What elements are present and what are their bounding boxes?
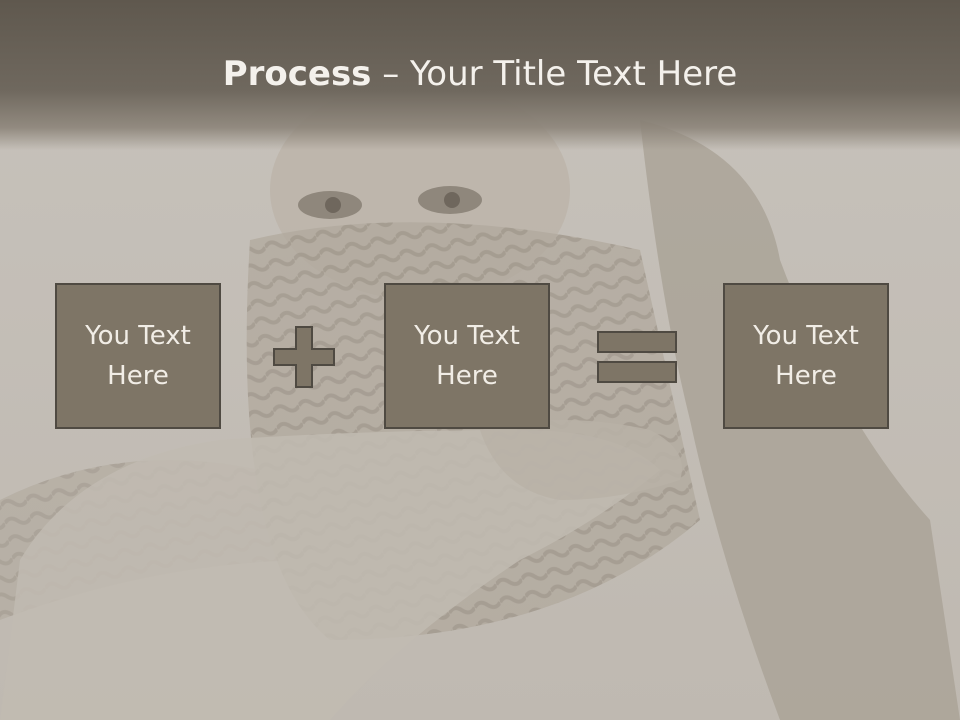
title-bold: Process <box>222 54 372 94</box>
process-box-1[interactable]: You Text Here <box>55 283 221 429</box>
plus-icon <box>273 326 335 388</box>
equals-icon <box>597 331 677 383</box>
process-box-3-text: You Text Here <box>753 321 859 391</box>
process-box-2-text: You Text Here <box>414 321 520 391</box>
process-box-1-text: You Text Here <box>85 321 191 391</box>
slide-title: Process – Your Title Text Here <box>0 52 960 96</box>
process-box-2[interactable]: You Text Here <box>384 283 550 429</box>
process-box-3[interactable]: You Text Here <box>723 283 889 429</box>
title-band <box>0 0 960 150</box>
title-rest: – Your Title Text Here <box>371 54 738 94</box>
